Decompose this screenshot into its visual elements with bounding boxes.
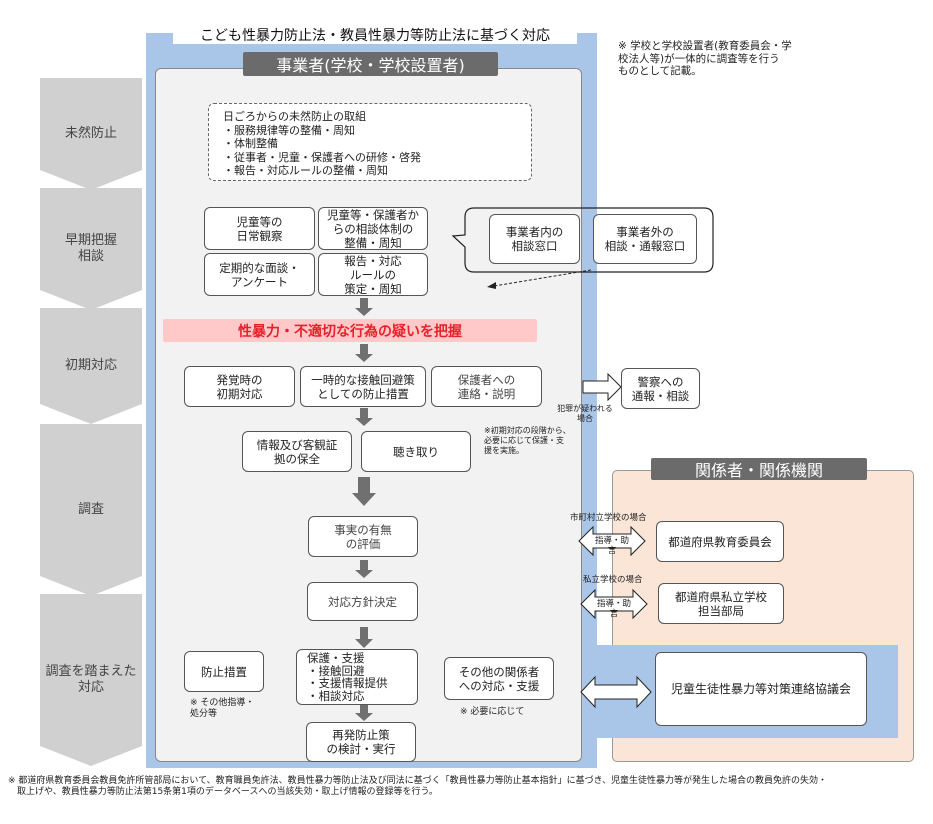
box-label: 児童等・保護者か らの相談体制の 整備・周知 xyxy=(327,207,419,250)
stage-prevention: 未然防止 xyxy=(40,78,142,190)
box-label: 一時的な接触回避策 としての防止措置 xyxy=(311,372,415,401)
evidence-preservation-box: 情報及び客観証 拠の保全 xyxy=(242,431,352,472)
initial-response-box: 発覚時の 初期対応 xyxy=(184,366,295,407)
chevron-shape xyxy=(40,308,142,424)
support-note: ※初期対応の段階から、 必要に応じて保護・支 援を実施。 xyxy=(484,426,571,455)
box-label: 防止措置 xyxy=(201,664,247,679)
prefecture-board-box: 都道府県教育委員会 xyxy=(656,521,784,562)
box-label: その他の関係者 への対応・支援 xyxy=(458,664,540,693)
box-label: 発覚時の 初期対応 xyxy=(216,372,263,401)
prevention-heading: 日ごろからの未然防止の取組 xyxy=(223,110,366,123)
dashed-arrow xyxy=(487,269,592,289)
chevron-shape xyxy=(40,594,142,766)
footnote: ※ 都道府県教育委員会教員免許所管部局において、教育職員免許法、教員性暴力等防止… xyxy=(8,776,828,797)
prevention-item: ・体制整備 xyxy=(223,137,278,150)
right-arrow-icon xyxy=(582,373,622,401)
internal-consult-box: 事業者内の 相談窓口 xyxy=(489,214,580,264)
stage-investigation: 調査 xyxy=(40,424,142,596)
box-label: 聴き取り xyxy=(393,444,439,459)
guidance-double-arrow xyxy=(578,525,646,557)
box-label: 警察への 通報・相談 xyxy=(631,374,690,403)
stage-label: 未然防止 xyxy=(64,126,117,141)
box-label: 都道府県教育委員会 xyxy=(668,534,772,549)
reporting-rules-box: 報告・対応 ルールの 策定・周知 xyxy=(318,253,428,296)
guidance-label: 指導・助言 xyxy=(596,599,631,619)
box-label: 情報及び客観証 拠の保全 xyxy=(256,437,338,466)
box-label: 対応方針決定 xyxy=(328,594,397,609)
prevention-item: ・報告・対応ルールの整備・周知 xyxy=(223,164,388,177)
stage-label: 初期対応 xyxy=(64,358,117,373)
other-parties-box: その他の関係者 への対応・支援 xyxy=(444,657,554,700)
box-label: 報告・対応 ルールの 策定・周知 xyxy=(344,253,402,296)
box-label: 児童等の 日常観察 xyxy=(236,214,283,243)
contact-avoidance-box: 一時的な接触回避策 としての防止措置 xyxy=(300,366,426,407)
down-arrow-icon xyxy=(352,477,376,506)
top-note: ※ 学校と学校設置者(教育委員会・学 校法人等)が一体的に調査等を行う ものとし… xyxy=(618,40,792,77)
box-label: 事実の有無 の評価 xyxy=(334,522,392,551)
council-double-arrow xyxy=(580,675,652,709)
down-arrow-icon xyxy=(355,627,373,648)
consultation-system-box: 児童等・保護者か らの相談体制の 整備・周知 xyxy=(318,207,428,250)
stage-early-detection: 早期把握 相談 xyxy=(40,188,142,310)
prevention-measure-box: 防止措置 xyxy=(184,651,264,692)
operator-header: 事業者(学校・学校設置者) xyxy=(243,52,498,76)
external-consult-box: 事業者外の 相談・通報窓口 xyxy=(593,214,697,264)
police-box: 警察への 通報・相談 xyxy=(621,368,700,409)
stage-label: 早期把握 相談 xyxy=(64,233,117,264)
box-label: 児童生徒性暴力等対策連絡協議会 xyxy=(670,682,851,696)
others-note: ※ 必要に応じて xyxy=(460,707,525,717)
box-label: 再発防止策 の検討・実行 xyxy=(326,728,396,756)
prevent-note: ※ その他指導・ 処分等 xyxy=(190,698,255,719)
council-box: 児童生徒性暴力等対策連絡協議会 xyxy=(655,652,867,726)
policy-decision-box: 対応方針決定 xyxy=(307,582,418,621)
speech-bubble xyxy=(451,207,714,273)
guidance-double-arrow xyxy=(580,588,648,620)
operator-panel xyxy=(155,68,582,762)
chevron-shape xyxy=(40,78,142,190)
box-label: 定期的な面談・ アンケート xyxy=(219,260,300,289)
protection-support-box: 保護・支援 ・接触回避 ・支援情報提供 ・相談対応 xyxy=(296,649,418,705)
crime-note: 犯罪が疑われる 場合 xyxy=(557,404,613,423)
periodic-interview-box: 定期的な面談・ アンケート xyxy=(204,253,315,296)
box-label: 事業者内の 相談窓口 xyxy=(505,225,564,253)
prevention-item: ・従事者・児童・保護者への研修・啓発 xyxy=(223,150,421,164)
down-arrow-icon xyxy=(355,298,373,316)
stage-label: 調査を踏まえた 対応 xyxy=(45,664,137,695)
prefecture-private-box: 都道府県私立学校 担当部局 xyxy=(658,583,784,624)
fact-evaluation-box: 事実の有無 の評価 xyxy=(308,516,418,557)
page-title: こども性暴力防止法・教員性暴力等防止法に基づく対応 xyxy=(173,26,577,44)
prevention-item: ・服務規律等の整備・周知 xyxy=(223,123,355,137)
down-arrow-icon xyxy=(355,408,373,426)
guidance-label: 指導・助言 xyxy=(594,536,629,556)
down-arrow-icon xyxy=(355,705,373,721)
recurrence-prevention-box: 再発防止策 の検討・実行 xyxy=(306,722,416,762)
box-label: 事業者外の 相談・通報窓口 xyxy=(604,225,686,253)
down-arrow-icon xyxy=(355,344,373,362)
stage-initial-response: 初期対応 xyxy=(40,308,142,424)
box-label: 保護・支援 ・接触回避 ・支援情報提供 ・相談対応 xyxy=(307,651,388,703)
box-label: 都道府県私立学校 担当部局 xyxy=(675,589,767,618)
alert-banner: 性暴力・不適切な行為の疑いを把握 xyxy=(163,319,537,342)
prevention-box: 日ごろからの未然防止の取組 ・服務規律等の整備・周知 ・体制整備 ・従事者・児童… xyxy=(208,103,532,181)
hearing-box: 聴き取り xyxy=(361,431,471,472)
related-header: 関係者・関係機関 xyxy=(651,458,867,480)
daily-observation-box: 児童等の 日常観察 xyxy=(204,207,315,250)
down-arrow-icon xyxy=(355,560,373,578)
private-note: 私立学校の場合 xyxy=(583,575,643,585)
chevron-shape xyxy=(40,188,142,310)
box-label: 保護者への 連絡・説明 xyxy=(457,372,516,401)
stage-post-investigation: 調査を踏まえた 対応 xyxy=(40,594,142,766)
guardian-contact-box: 保護者への 連絡・説明 xyxy=(431,366,542,407)
chevron-shape xyxy=(40,424,142,596)
stage-label: 調査 xyxy=(77,502,104,517)
municipal-note: 市町村立学校の場合 xyxy=(570,513,647,523)
